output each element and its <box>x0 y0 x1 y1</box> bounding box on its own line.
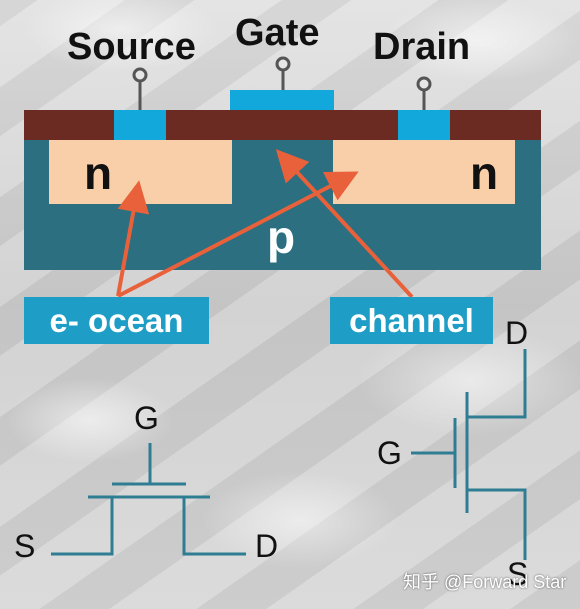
gate-electrode <box>230 90 334 110</box>
n-region-right-label: n <box>470 147 499 199</box>
gate-label: Gate <box>235 12 320 54</box>
arrow-channel-to-gate <box>275 149 414 299</box>
channel-callout: channel <box>330 297 493 344</box>
n-region-left-label: n <box>84 147 113 199</box>
gate-pin-head <box>275 56 291 72</box>
simple-gate-label: G <box>134 400 159 436</box>
drain-pin-head <box>416 76 432 92</box>
mosfet-symbol <box>411 349 527 560</box>
mosfet-source-label: S <box>507 556 529 592</box>
simple-fet-symbol <box>51 443 246 556</box>
oxide-layer <box>24 110 541 140</box>
mosfet-drain-label: D <box>505 315 529 351</box>
drain-contact <box>398 110 450 140</box>
watermark: 知乎 @Forward Star <box>403 572 567 592</box>
source-pin-head <box>132 67 148 83</box>
arrow-ocean-to-source-n <box>116 180 150 297</box>
electron-ocean-callout: e- ocean <box>24 297 209 344</box>
n-region-right <box>333 140 515 204</box>
source-contact <box>114 110 166 140</box>
n-region-left <box>49 140 232 204</box>
p-substrate-label: p <box>267 211 296 263</box>
arrow-ocean-to-drain-n <box>117 171 359 298</box>
simple-source-label: S <box>14 528 36 564</box>
drain-label: Drain <box>373 26 471 68</box>
mosfet-gate-label: G <box>377 435 402 471</box>
source-label: Source <box>67 26 196 68</box>
simple-drain-label: D <box>255 528 279 564</box>
